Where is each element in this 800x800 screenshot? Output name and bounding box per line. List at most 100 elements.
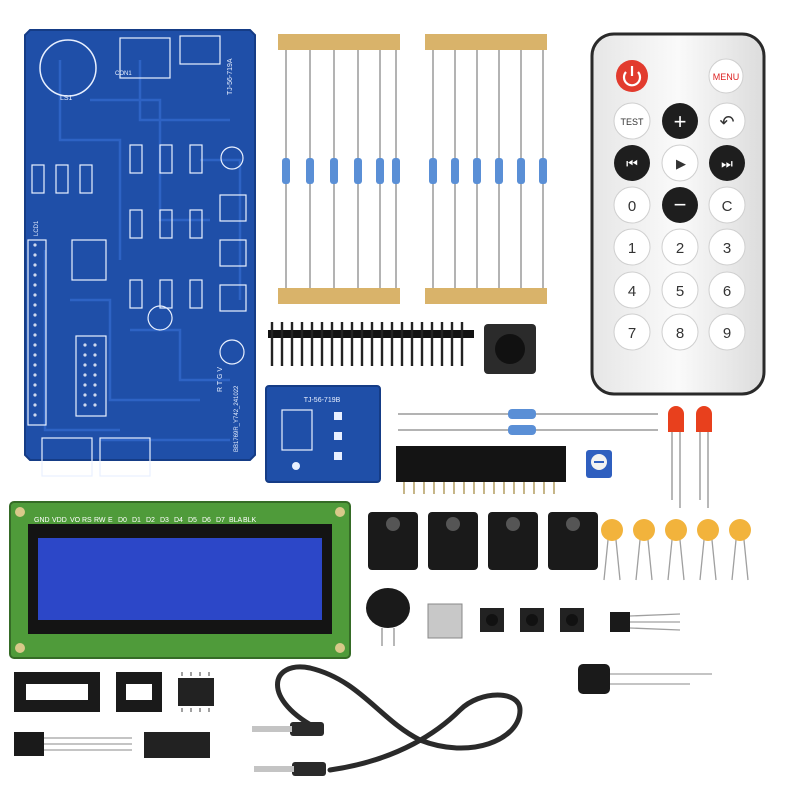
pcb-header-pins: R T G V [217,367,224,392]
remote-two-button[interactable] [661,228,699,266]
lcd-pin-vdd: VDD [52,517,67,524]
remote-eight-label: 8 [676,325,684,342]
con1-outline [119,37,171,79]
remote-one-label: 1 [628,240,636,257]
buzzer [366,588,410,646]
remote-plus-button[interactable] [662,103,698,139]
remote-zero-button[interactable] [613,186,651,224]
remote-minus-button[interactable] [662,187,698,223]
lcd-header-holes [31,242,43,422]
electrolytic-capacitor [578,664,712,694]
next-track-icon: ⏭ [721,156,733,171]
resistor-strip-right [425,34,547,304]
loose-resistors [398,409,658,435]
remote-six-label: 6 [723,283,731,300]
prev-track-icon: ⏮ [626,156,638,171]
audio-plugs [252,722,326,776]
con3-footprint [41,437,93,477]
remote-seven-button[interactable] [613,313,651,351]
pcb-traces [43,60,242,442]
small-tactile-switches [480,608,584,632]
pcb-date-code: BB1769R_Y742_241022 [234,385,240,452]
ceramic-capacitors [601,519,751,581]
ic-chip-16pin [144,732,210,758]
speaker-outline [39,39,97,97]
switch-footprints [219,194,247,312]
remote-six-button[interactable] [708,271,746,309]
con2-footprint [99,437,151,477]
back-arrow-icon: ↶ [719,112,734,132]
small-pcb: TJ-56-719B [265,385,381,483]
lcd-pin-gnd: GND [34,517,50,524]
remote-one-button[interactable] [613,228,651,266]
resistor-strip-left [278,34,400,304]
large-tactile-switch [484,324,536,374]
resistor-footprints [31,144,203,309]
remote-two-label: 2 [676,240,684,257]
remote-three-label: 3 [723,240,731,257]
remote-four-button[interactable] [613,271,651,309]
q1-footprint [147,305,173,331]
lcd-pin-d4: D4 [174,517,183,524]
pcb-label-ls1: LS1 [60,95,73,102]
lcd-header-footprint [27,239,47,426]
lcd-pin-d5: D5 [188,517,197,524]
remote-five-button[interactable] [661,271,699,309]
trim-potentiometer [586,450,612,478]
remote-prev-button[interactable] [614,145,650,181]
ir-remote: MENU TEST + ↶ ⏮ ▶ ⏭ 0 − C 1 2 3 4 [590,32,766,396]
pcb-board-id: TJ-56-719A [227,58,234,95]
hr1-footprint [220,146,244,170]
remote-test-label: TEST [620,117,644,127]
remote-next-button[interactable] [709,145,745,181]
remote-seven-label: 7 [628,325,636,342]
lcd-pin-d1: D1 [132,517,141,524]
jack-outline [179,35,221,65]
lcd-pin-d2: D2 [146,517,155,524]
remote-test-button[interactable] [613,102,651,140]
lcd-pin-vo: VO [70,517,81,524]
lcd-pin-d6: D6 [202,517,211,524]
remote-eight-button[interactable] [661,313,699,351]
small-pcb-id: TJ-56-719B [304,397,341,404]
lcd-pin-rw: RW [94,517,106,524]
minus-icon: − [674,192,687,217]
lcd-pin-bla: BLA [229,517,243,524]
u1-holes [79,340,103,412]
ic-socket-8pin [116,672,162,712]
lcd-pin-rs: RS [82,517,92,524]
remote-menu-label: MENU [713,72,740,82]
main-pcb: LS1 CON1 TJ-56-719A [24,29,256,477]
ic-chip-8pin [178,672,214,712]
lcd-pin-d3: D3 [160,517,169,524]
remote-digit-grid: 1 2 3 4 5 6 7 8 9 [613,228,746,351]
lcd-pin-e: E [108,517,113,524]
remote-play-button[interactable] [661,144,699,182]
remote-three-button[interactable] [708,228,746,266]
ic1-footprint [71,239,107,281]
remote-nine-button[interactable] [708,313,746,351]
male-pin-header [268,322,474,366]
red-leds [668,406,712,508]
remote-four-label: 4 [628,283,636,300]
pcb-label-con1: CON1 [115,71,132,77]
transistor [610,612,681,632]
power-icon [622,71,642,87]
slide-switch [427,603,463,639]
lcd-pin-d7: D7 [216,517,225,524]
remote-nine-label: 9 [723,325,731,342]
audio-jacks [368,512,598,570]
audio-cable [275,664,523,773]
plus-icon: + [674,109,687,134]
remote-back-button[interactable] [708,102,746,140]
remote-clear-button[interactable] [708,186,746,224]
remote-menu-button[interactable] [708,58,744,94]
lcd-pin-blk: BLK [243,517,257,524]
lcd-pin-d0: D0 [118,517,127,524]
ic-socket-16pin [14,672,100,712]
play-icon: ▶ [676,156,686,171]
u1-footprint [75,335,107,417]
remote-five-label: 5 [676,283,684,300]
remote-zero-label: 0 [628,198,636,215]
lcd1602-module: GND VDD VO RS RW E D0 D1 D2 D3 D4 D5 D6 … [9,501,351,659]
